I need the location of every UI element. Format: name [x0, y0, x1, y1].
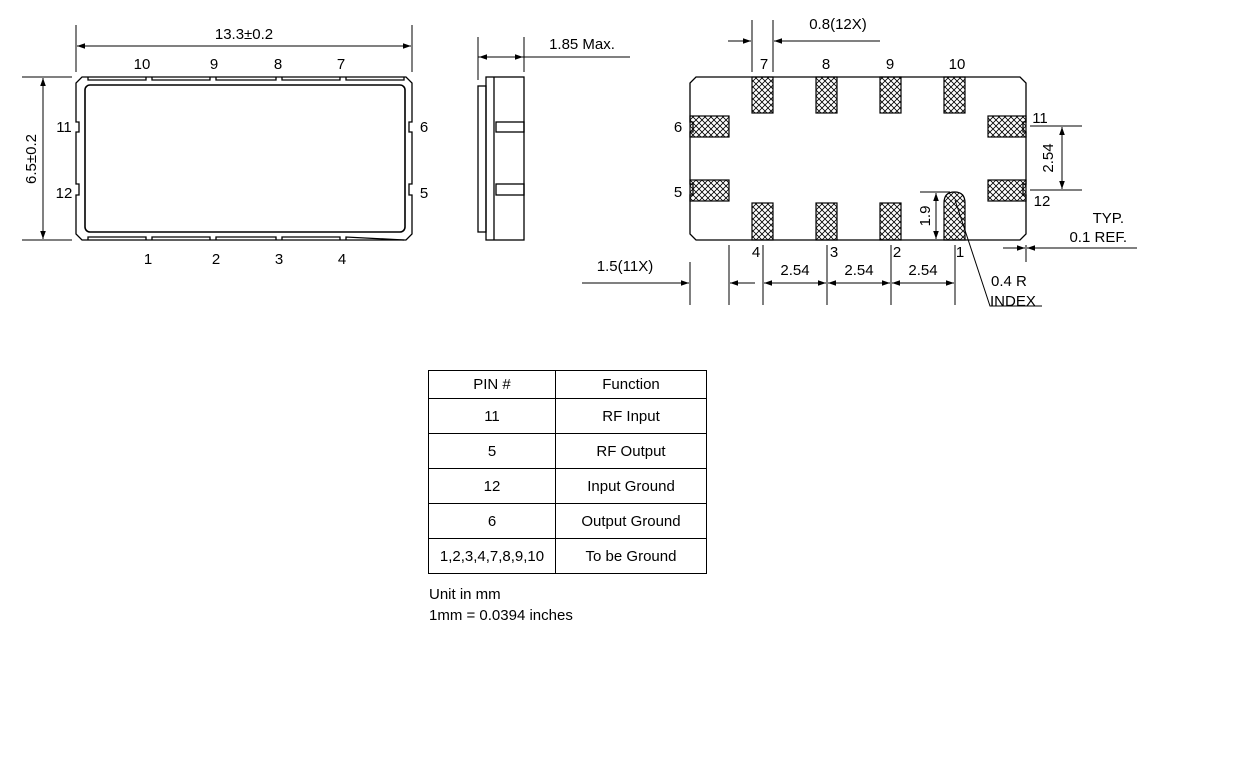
table-row: 12 Input Ground [428, 468, 707, 504]
side-view-height-dim: 1.85 Max. [549, 36, 615, 53]
unit-note: Unit in mm [429, 586, 501, 603]
pin-cell: 12 [428, 468, 556, 504]
pad-8 [815, 76, 838, 114]
function-cell: RF Input [555, 398, 707, 434]
pin-cell: 1,2,3,4,7,8,9,10 [428, 538, 556, 574]
pad-3 [815, 202, 838, 241]
pad-10 [943, 76, 966, 114]
footprint-ref: 0.1 REF. [1069, 229, 1127, 246]
footprint-dimensions [582, 20, 1137, 307]
table-header-row: PIN # Function [428, 370, 707, 399]
pin-cell: 6 [428, 503, 556, 539]
footprint-pad-length-dim: 1.5(11X) [597, 258, 653, 275]
top-view-height-dim: 6.5±0.2 [23, 134, 40, 184]
fp-pin-11: 11 [1032, 110, 1048, 127]
pad-6 [689, 115, 730, 138]
footprint-index: INDEX [990, 293, 1036, 310]
top-pin-4: 4 [338, 251, 346, 268]
header-function: Function [555, 370, 707, 399]
pin-cell: 11 [428, 398, 556, 434]
top-view-width-dim: 13.3±0.2 [215, 26, 273, 43]
fp-pin-12: 12 [1034, 193, 1051, 210]
package-lid [84, 84, 406, 233]
function-cell: RF Output [555, 433, 707, 469]
top-pin-10: 10 [134, 56, 151, 73]
fp-pin-9: 9 [886, 56, 894, 73]
footprint-pitch-vertical: 2.54 [1040, 143, 1057, 172]
table-row: 5 RF Output [428, 433, 707, 469]
top-pin-5: 5 [420, 185, 428, 202]
footprint-pad-width-dim: 0.8(12X) [809, 16, 867, 33]
top-pin-6: 6 [420, 119, 428, 136]
side-body [485, 76, 525, 241]
side-view [477, 76, 525, 241]
fp-pin-7: 7 [760, 56, 768, 73]
fp-pin-2: 2 [893, 244, 901, 261]
function-cell: Input Ground [555, 468, 707, 504]
top-pin-8: 8 [274, 56, 282, 73]
top-view-dimensions [22, 25, 413, 241]
table-row: 11 RF Input [428, 398, 707, 434]
pad-9 [879, 76, 902, 114]
fp-pin-10: 10 [949, 56, 966, 73]
top-pin-3: 3 [275, 251, 283, 268]
function-cell: To be Ground [555, 538, 707, 574]
pad-5 [689, 179, 730, 202]
pad-11 [987, 115, 1027, 138]
pad-1 [943, 191, 966, 241]
fp-pin-3: 3 [830, 244, 838, 261]
footprint-pads [689, 76, 1027, 241]
side-lid [477, 85, 487, 233]
top-pin-11: 11 [56, 119, 72, 136]
top-pin-2: 2 [212, 251, 220, 268]
header-pin: PIN # [428, 370, 556, 399]
footprint-pitch-1: 2.54 [780, 262, 809, 279]
footprint-outline [689, 76, 1027, 241]
pad-7 [751, 76, 774, 114]
footprint-pitch-2: 2.54 [844, 262, 873, 279]
pin-cell: 5 [428, 433, 556, 469]
footprint-pitch-3: 2.54 [908, 262, 937, 279]
fp-pin-5: 5 [674, 184, 682, 201]
footprint-typ: TYP. [1093, 210, 1124, 227]
top-pin-1: 1 [144, 251, 152, 268]
footprint-radius: 0.4 R [991, 273, 1027, 290]
pin-function-table: PIN # Function 11 RF Input 5 RF Output 1… [428, 370, 707, 574]
unit-notes: Unit in mm 1mm = 0.0394 inches [429, 584, 573, 626]
top-view [75, 76, 413, 241]
side-view-dimensions [477, 37, 630, 80]
pad-2 [879, 202, 902, 241]
pad-12 [987, 179, 1027, 202]
table-row: 1,2,3,4,7,8,9,10 To be Ground [428, 538, 707, 574]
conversion-note: 1mm = 0.0394 inches [429, 607, 573, 624]
footprint-pad1-height: 1.9 [917, 206, 934, 227]
top-pin-12: 12 [56, 185, 73, 202]
footprint-view [689, 76, 1027, 241]
table-row: 6 Output Ground [428, 503, 707, 539]
function-cell: Output Ground [555, 503, 707, 539]
top-pin-9: 9 [210, 56, 218, 73]
fp-pin-1: 1 [956, 244, 964, 261]
top-pin-7: 7 [337, 56, 345, 73]
pad-4 [751, 202, 774, 241]
package-outline [75, 76, 413, 241]
fp-pin-6: 6 [674, 119, 682, 136]
fp-pin-4: 4 [752, 244, 760, 261]
fp-pin-8: 8 [822, 56, 830, 73]
